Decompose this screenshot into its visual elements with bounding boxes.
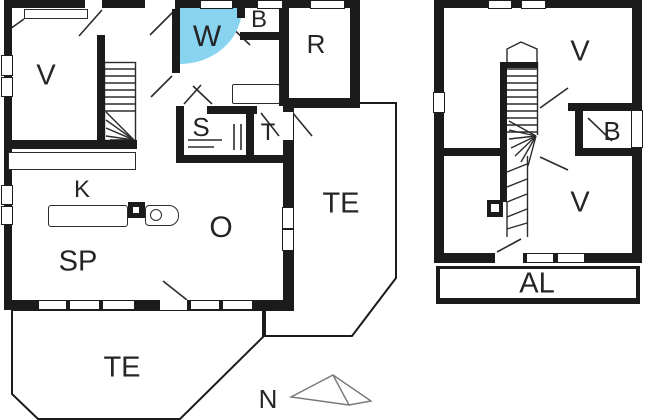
wall-segment — [4, 300, 293, 310]
door-opening — [85, 0, 102, 9]
door-opening — [495, 253, 523, 263]
wall-segment — [176, 106, 184, 163]
room-label-v-lower: V — [570, 186, 590, 219]
window — [102, 300, 135, 310]
wall-segment — [207, 106, 257, 114]
balcony-outline — [436, 266, 640, 304]
sink-basin — [150, 209, 162, 221]
stove-inner — [133, 207, 139, 213]
window — [631, 110, 643, 148]
window — [282, 207, 294, 229]
wall-segment — [500, 62, 538, 68]
window — [1, 206, 13, 225]
room-label-te-side: TE — [322, 187, 360, 220]
stove — [128, 202, 145, 218]
stair-direction-arrow — [506, 41, 538, 62]
room-label-k: K — [73, 176, 91, 203]
wardrobe — [24, 9, 88, 19]
wall-segment — [434, 148, 502, 156]
room-label-b-upper: B — [603, 116, 621, 146]
window — [222, 300, 253, 310]
room-label-sp: SP — [58, 245, 98, 278]
terrace-outlines — [11, 102, 397, 420]
stair-post-inner — [491, 204, 499, 212]
window — [1, 185, 13, 205]
wall-segment — [4, 140, 137, 149]
wall-segment — [500, 62, 507, 202]
window — [557, 253, 585, 263]
room-label-v-upper: V — [570, 35, 590, 68]
kitchen-counter — [48, 205, 128, 227]
wall-segment — [240, 32, 280, 40]
compass-arrow — [288, 374, 373, 406]
stair-post — [487, 200, 503, 217]
window — [521, 0, 546, 9]
sauna-symbols — [188, 124, 242, 150]
wall-segment — [4, 0, 360, 8]
wall-segment — [279, 0, 289, 106]
window — [257, 0, 283, 9]
window — [433, 92, 445, 113]
window — [282, 229, 294, 251]
wall-segment — [246, 114, 254, 155]
wall-segment — [568, 103, 642, 111]
wall-segment — [575, 111, 583, 152]
room-label-al: AL — [519, 267, 555, 300]
window — [488, 0, 512, 9]
window — [69, 300, 100, 310]
wall-segment — [350, 0, 360, 108]
window — [190, 300, 220, 310]
wall-segment — [283, 98, 360, 108]
wall-segment — [434, 0, 444, 263]
staircase-left — [103, 61, 137, 142]
window — [38, 300, 67, 310]
wall-segment — [176, 155, 287, 163]
washbasin — [232, 84, 280, 104]
window — [1, 55, 13, 76]
wardrobe — [8, 152, 136, 170]
window — [310, 0, 345, 9]
room-label-te-bottom: TE — [103, 351, 141, 384]
room-label-s: S — [192, 112, 210, 142]
room-label-w: W — [192, 20, 222, 53]
compass-north-label: N — [258, 384, 278, 414]
wall-segment — [283, 98, 293, 310]
wall-segment — [97, 35, 105, 140]
room-label-v: V — [36, 59, 56, 92]
wall-segment — [172, 0, 180, 73]
door-opening — [283, 112, 293, 140]
window — [526, 253, 554, 263]
terrace-side-outline — [264, 102, 397, 337]
staircase-right — [506, 41, 539, 237]
terrace-bottom-outline — [11, 309, 264, 420]
room-label-r: R — [306, 29, 326, 59]
wall-segment — [575, 148, 642, 156]
room-label-b: B — [250, 6, 268, 33]
door-opening — [145, 0, 175, 9]
wall-segment — [237, 0, 245, 18]
window — [200, 0, 233, 9]
room-label-t: T — [260, 119, 276, 146]
room-label-o: O — [209, 211, 233, 244]
window — [1, 77, 13, 97]
door-opening — [160, 300, 187, 310]
